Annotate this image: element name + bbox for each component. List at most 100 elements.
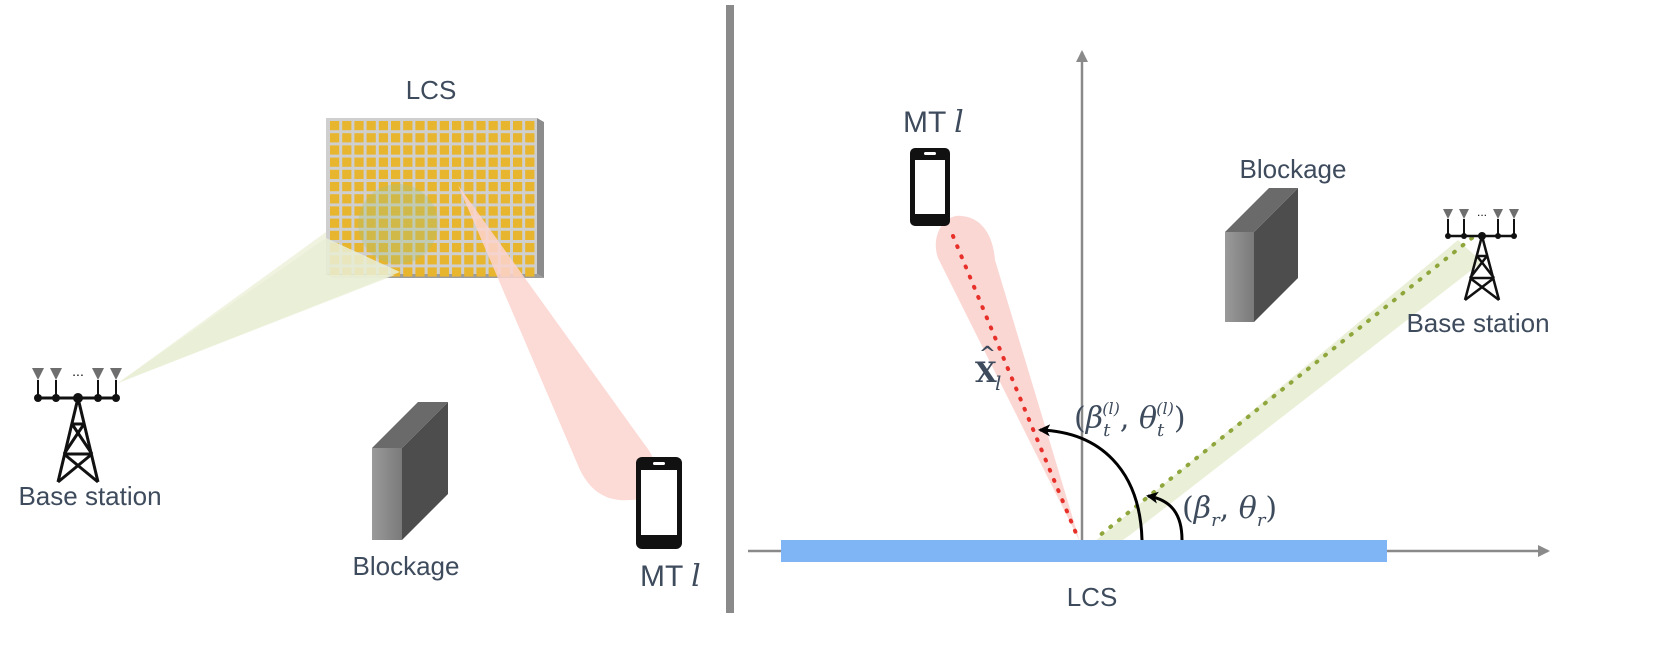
- lcs-element: [378, 206, 388, 216]
- lcs-element: [464, 218, 474, 228]
- lcs-element: [354, 145, 364, 155]
- lcs-element: [330, 133, 340, 143]
- lcs-element: [452, 255, 462, 265]
- lcs-element: [391, 206, 401, 216]
- lcs-element: [415, 145, 425, 155]
- tx-angle-label: (βt(l), θt(l)): [1074, 399, 1186, 441]
- lcs-element: [403, 230, 413, 240]
- right-lcs-label: LCS: [1067, 582, 1118, 612]
- lcs-element: [500, 145, 510, 155]
- lcs-element: [488, 218, 498, 228]
- lcs-element: [415, 182, 425, 192]
- lcs-element: [391, 230, 401, 240]
- lcs-element: [330, 182, 340, 192]
- lcs-element: [403, 169, 413, 179]
- lcs-element: [452, 121, 462, 131]
- lcs-element: [427, 194, 437, 204]
- lcs-element: [354, 243, 364, 253]
- lcs-element: [342, 206, 352, 216]
- right-blockage-label: Blockage: [1240, 154, 1347, 184]
- lcs-element: [391, 145, 401, 155]
- lcs-element: [391, 182, 401, 192]
- lcs-element: [488, 133, 498, 143]
- lcs-element: [513, 157, 523, 167]
- lcs-element: [354, 182, 364, 192]
- lcs-element: [464, 243, 474, 253]
- lcs-element: [513, 243, 523, 253]
- lcs-element: [366, 243, 376, 253]
- lcs-element: [342, 145, 352, 155]
- lcs-element: [415, 206, 425, 216]
- lcs-element: [525, 133, 535, 143]
- lcs-element: [330, 145, 340, 155]
- lcs-element: [452, 157, 462, 167]
- svg-text:X: X: [975, 356, 997, 389]
- lcs-element: [415, 169, 425, 179]
- lcs-element: [476, 121, 486, 131]
- lcs-element: [452, 206, 462, 216]
- lcs-element: [476, 133, 486, 143]
- lcs-element: [378, 133, 388, 143]
- lcs-element: [439, 218, 449, 228]
- lcs-element: [330, 230, 340, 240]
- lcs-element: [378, 121, 388, 131]
- lcs-element: [513, 121, 523, 131]
- lcs-element: [488, 267, 498, 277]
- svg-text:...: ...: [72, 363, 84, 379]
- lcs-element: [513, 230, 523, 240]
- left-mt-label: MT l: [640, 559, 701, 594]
- lcs-element: [427, 267, 437, 277]
- lcs-element: [500, 218, 510, 228]
- lcs-element: [366, 230, 376, 240]
- left-base-station-icon: ...: [32, 363, 122, 484]
- lcs-element: [342, 194, 352, 204]
- lcs-element: [391, 218, 401, 228]
- lcs-element: [452, 267, 462, 277]
- lcs-element: [500, 230, 510, 240]
- lcs-element: [378, 255, 388, 265]
- lcs-element: [403, 157, 413, 167]
- lcs-element: [366, 169, 376, 179]
- lcs-element: [415, 230, 425, 240]
- lcs-element: [476, 157, 486, 167]
- lcs-element: [452, 182, 462, 192]
- lcs-element: [391, 243, 401, 253]
- lcs-element: [464, 206, 474, 216]
- lcs-element: [439, 243, 449, 253]
- lcs-element: [452, 169, 462, 179]
- lcs-element: [439, 267, 449, 277]
- lcs-element: [330, 157, 340, 167]
- lcs-element: [439, 157, 449, 167]
- lcs-element: [525, 206, 535, 216]
- lcs-element: [403, 255, 413, 265]
- lcs-element: [525, 255, 535, 265]
- lcs-element: [403, 243, 413, 253]
- left-tx-beam: [458, 185, 657, 501]
- lcs-element: [427, 145, 437, 155]
- lcs-element: [439, 255, 449, 265]
- lcs-element: [366, 133, 376, 143]
- lcs-element: [391, 194, 401, 204]
- lcs-element: [342, 169, 352, 179]
- lcs-element: [415, 157, 425, 167]
- lcs-element: [439, 230, 449, 240]
- lcs-element: [488, 145, 498, 155]
- lcs-element: [500, 169, 510, 179]
- lcs-element: [354, 206, 364, 216]
- lcs-element: [525, 218, 535, 228]
- lcs-element: [366, 157, 376, 167]
- x-hat-label: X ^ l: [975, 341, 1001, 395]
- lcs-element: [439, 206, 449, 216]
- lcs-element: [403, 194, 413, 204]
- lcs-element: [525, 267, 535, 277]
- right-rx-beam: [1094, 240, 1482, 547]
- lcs-element: [525, 243, 535, 253]
- lcs-element: [476, 169, 486, 179]
- lcs-element: [476, 145, 486, 155]
- lcs-element: [500, 206, 510, 216]
- lcs-element: [464, 121, 474, 131]
- lcs-element: [513, 206, 523, 216]
- lcs-element: [415, 121, 425, 131]
- lcs-element: [330, 206, 340, 216]
- right-panel: LCS X ^ l (βt(l), θt(l)) (βr, θr) MT l B…: [748, 50, 1550, 612]
